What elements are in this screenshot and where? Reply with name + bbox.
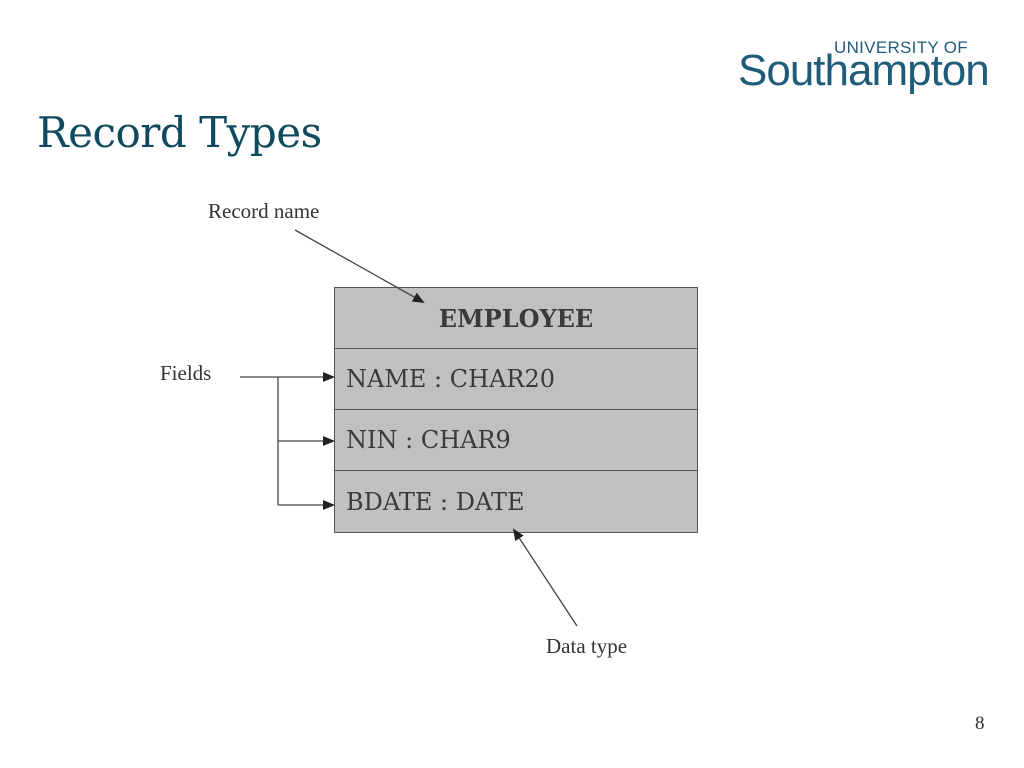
- data-type-arrow: [512, 528, 578, 627]
- logo-line-southampton: Southampton: [738, 46, 990, 95]
- slide-title: Record Types: [37, 108, 322, 157]
- university-logo: UNIVERSITY OF Southampton: [738, 38, 990, 102]
- record-field-name: NAME : CHAR20: [335, 349, 697, 410]
- data-type-label: Data type: [546, 634, 628, 658]
- logo-line-university-of: UNIVERSITY OF: [834, 38, 968, 57]
- employee-record-box: EMPLOYEE NAME : CHAR20 NIN : CHAR9 BDATE…: [334, 287, 698, 533]
- page-number: 8: [975, 713, 985, 734]
- record-field-nin: NIN : CHAR9: [335, 410, 697, 471]
- record-field-bdate: BDATE : DATE: [346, 487, 525, 516]
- record-name-label: Record name: [208, 199, 320, 223]
- record-name-arrow: [294, 229, 425, 303]
- record-type-name: EMPLOYEE: [335, 288, 697, 349]
- fields-label: Fields: [160, 361, 212, 385]
